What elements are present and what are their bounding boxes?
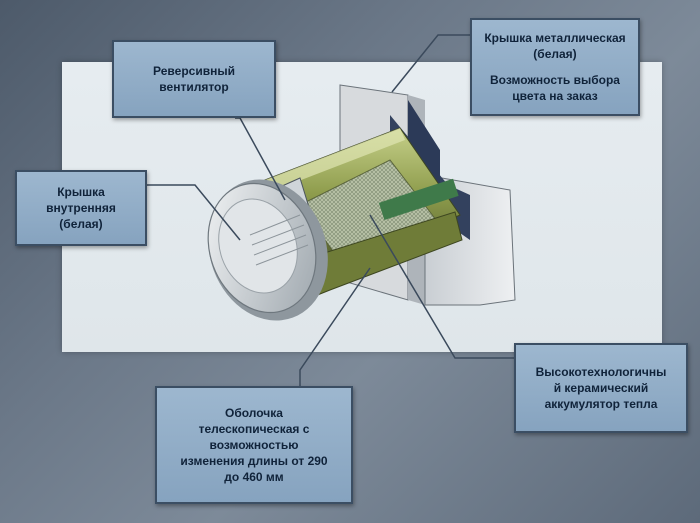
leader-fan bbox=[235, 117, 286, 201]
label-ceramic-heat-accumulator: Высокотехнологичны й керамический аккуму… bbox=[514, 343, 688, 433]
leader-metal-cover bbox=[391, 34, 470, 93]
inner-cover bbox=[207, 179, 328, 321]
label-text: Крышка металлическая bbox=[484, 30, 626, 45]
label-text: й керамический bbox=[553, 380, 649, 395]
label-text: до 460 мм bbox=[224, 470, 284, 485]
label-text: аккумулятор тепла bbox=[544, 397, 658, 412]
leader-shell bbox=[299, 267, 371, 386]
label-metal-cover: Крышка металлическая (белая) Возможность… bbox=[470, 18, 640, 116]
leader-inner-cover bbox=[147, 184, 241, 241]
label-text: телескопическая с bbox=[198, 421, 310, 436]
label-text: Возможность выбора bbox=[490, 73, 620, 87]
label-text: цвета на заказ bbox=[512, 89, 598, 104]
label-text: вентилятор bbox=[159, 80, 229, 94]
label-text: возможностью bbox=[209, 437, 299, 452]
label-text: изменения длины от 290 bbox=[180, 454, 328, 469]
label-text: (белая) bbox=[533, 46, 577, 61]
label-text: Высокотехнологичны bbox=[535, 364, 667, 379]
label-inner-cover: Крышка внутренняя (белая) bbox=[15, 170, 147, 246]
label-reversible-fan: Реверсивный вентилятор bbox=[112, 40, 276, 118]
label-text: Крышка bbox=[57, 184, 105, 199]
label-telescopic-shell: Оболочка телескопическая с возможностью … bbox=[155, 386, 353, 504]
label-text: Реверсивный bbox=[153, 63, 235, 78]
leader-ceramic bbox=[369, 214, 514, 359]
label-text: Оболочка bbox=[225, 405, 283, 420]
label-text: внутренняя bbox=[46, 200, 116, 215]
label-text: (белая) bbox=[59, 217, 103, 232]
leader-lines bbox=[147, 34, 514, 386]
